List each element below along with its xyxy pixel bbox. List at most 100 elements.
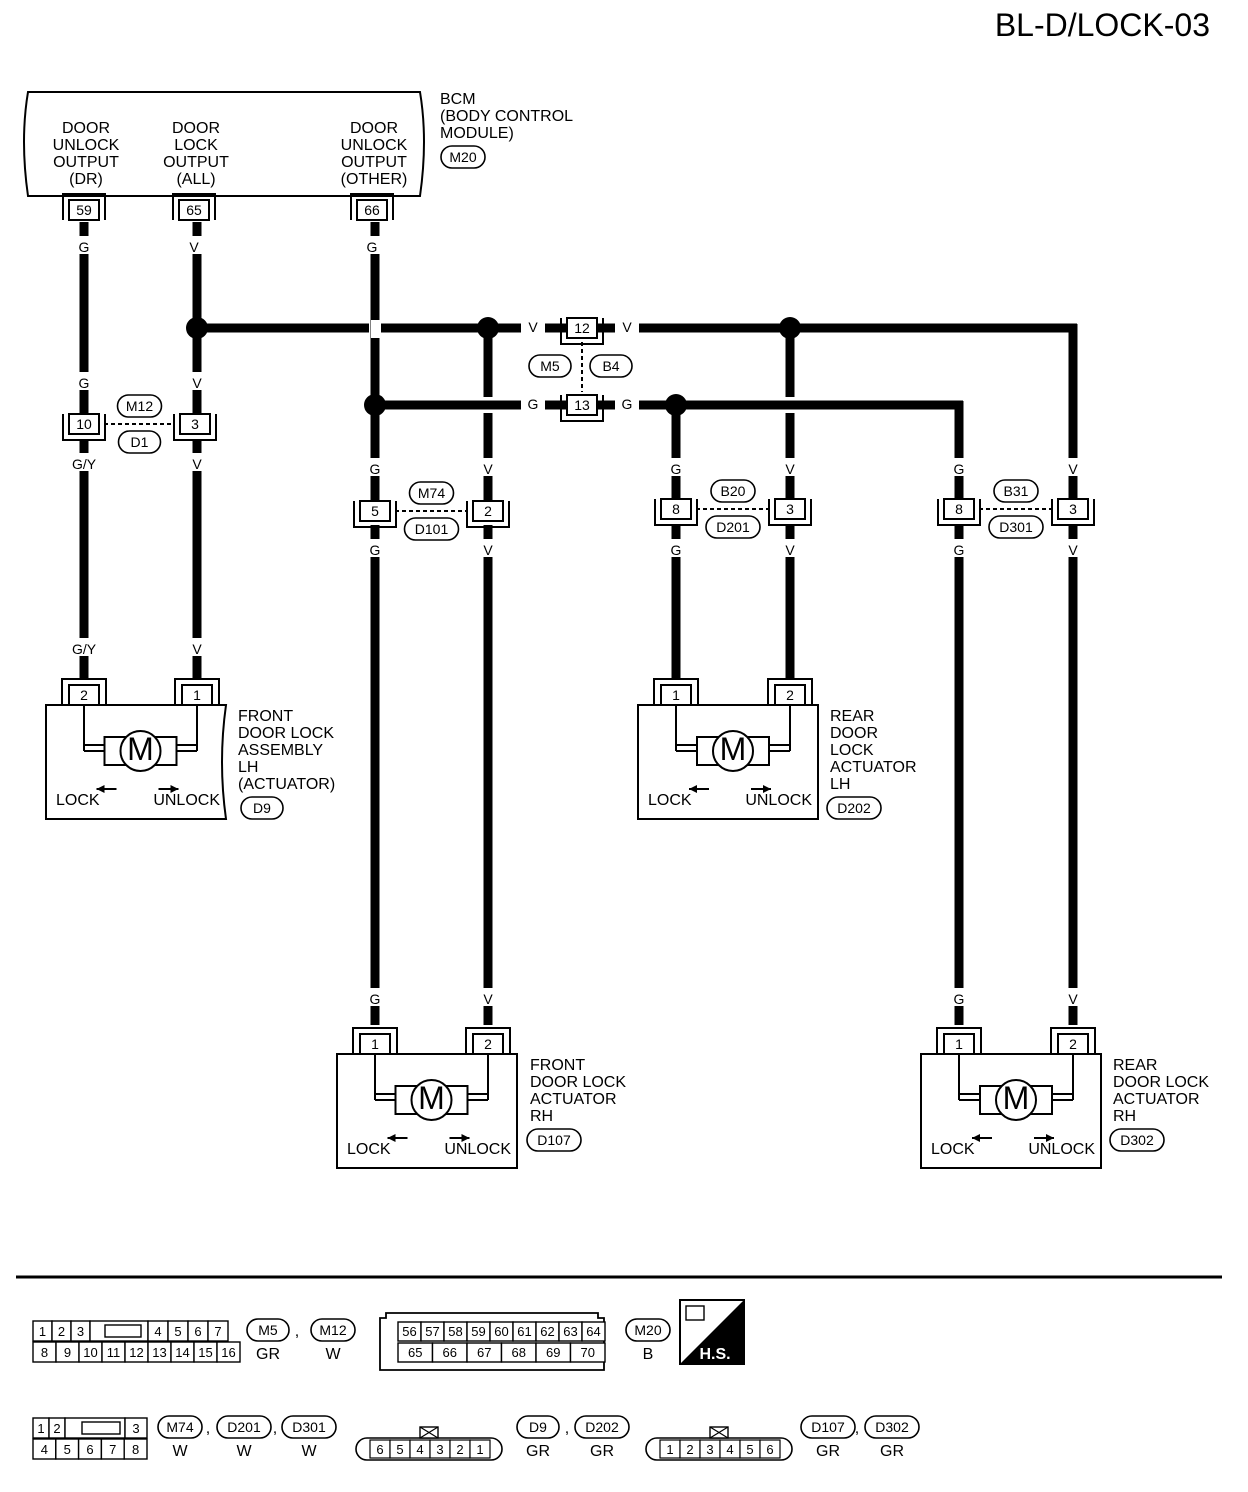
label-gap: [778, 458, 802, 476]
actuator-fr-lock-label: LOCK: [347, 1141, 391, 1158]
wire-color-v: V: [483, 991, 493, 1007]
c8-bottom-pin: 4: [41, 1442, 48, 1457]
c16-top-pin: 6: [194, 1324, 201, 1339]
junction-b20-d201-top-ref-oval: [710, 479, 756, 503]
c16-ref-m5-oval: [246, 1318, 290, 1342]
c6b-ref-0: D107: [811, 1419, 845, 1435]
label-gap: [363, 988, 387, 1006]
label-gap: [185, 372, 209, 390]
actuator-fl-motor-icon: [119, 730, 162, 772]
bcm-pin-59: 59: [76, 202, 92, 218]
actuator-rr-connector-ref-oval: [1109, 1128, 1165, 1152]
wire-color-v: V: [192, 456, 202, 472]
actuator-rr-lock-label: LOCK: [931, 1141, 975, 1158]
bcm-connector-ref-oval: [440, 145, 486, 169]
ref-separator: ,: [206, 1420, 210, 1437]
c20-top-pin: 56: [402, 1324, 416, 1339]
bcm-pin-65-box: [178, 199, 210, 221]
actuator-fl-name-line: LH: [238, 759, 258, 776]
actuator-fr-pin: 2: [484, 1036, 492, 1052]
splice-v-left: [186, 317, 208, 339]
actuator-rr-name-line: RH: [1113, 1108, 1136, 1125]
label-gap: [72, 372, 96, 390]
bcm-output-label: (DR): [69, 171, 103, 188]
actuator-rl-name-line: ACTUATOR: [830, 759, 917, 776]
junction-m74-d101-pin-right: 2: [484, 503, 492, 519]
actuator-rl-pin: 1: [672, 687, 680, 703]
bcm-output-label: (ALL): [176, 171, 215, 188]
bcm-wire-color: G: [367, 239, 378, 255]
c16-top-cell: [207, 1320, 229, 1342]
junction-b31-d301-pin-right: 3: [1069, 501, 1077, 517]
junction-m5-pin-13-box: [566, 394, 598, 416]
label-gap: [72, 236, 96, 254]
wire-color-v: V: [528, 319, 538, 335]
bcm-pin-59-bracket: [62, 193, 106, 220]
actuator-fl-name-line: DOOR LOCK: [238, 725, 334, 742]
c20-bottom-pin: 67: [477, 1345, 491, 1360]
label-gap: [778, 539, 802, 557]
bcm-output-label: UNLOCK: [341, 137, 408, 154]
actuator-rl-name-line: LOCK: [830, 742, 874, 759]
c8-top-pin: 3: [132, 1421, 139, 1436]
c20-top-pin: 58: [448, 1324, 462, 1339]
junction-m12-d1-top-ref: M12: [126, 398, 153, 414]
splice-v-rl: [779, 317, 801, 339]
junction-m12-d1-pin-right: 3: [191, 416, 199, 432]
c16-bottom-pin: 11: [107, 1345, 121, 1360]
c6a-ref-0: D9: [529, 1419, 547, 1435]
bcm-name-line: MODULE): [440, 125, 514, 142]
c16-bottom-pin: 9: [64, 1345, 71, 1360]
actuator-fl-pin: 1: [193, 687, 201, 703]
actuator-rl-name-line: REAR: [830, 708, 874, 725]
bcm-output-label: OUTPUT: [53, 154, 119, 171]
wire-color-v: V: [1068, 542, 1078, 558]
junction-b31-d301-top-ref-oval: [993, 479, 1039, 503]
c16-top-pin: 4: [154, 1324, 161, 1339]
junction-b20-d201-pin-left-bracket: [654, 499, 698, 526]
junction-m74-d101-pin-right-bracket: [466, 501, 510, 528]
c16-top-pin: 1: [39, 1324, 46, 1339]
c8-ref-d301-oval: [281, 1415, 337, 1439]
c20-top-pin: 60: [494, 1324, 508, 1339]
c16-lock-tab: [104, 1324, 142, 1338]
actuator-rr-unlock-arrow-head-icon: [1046, 1134, 1054, 1142]
c8-ref-m74-oval: [157, 1415, 203, 1439]
actuator-fl-pin: 2: [80, 687, 88, 703]
splice-g-rl: [665, 394, 687, 416]
c6a-pin: 4: [416, 1442, 423, 1457]
c6a-pin: 1: [476, 1442, 483, 1457]
wire-color-g: G: [370, 991, 381, 1007]
junction-b31-d301-pin-right-box: [1057, 498, 1089, 520]
actuator-rr-motor-icon: [995, 1079, 1037, 1121]
c6b-color-0: GR: [816, 1443, 840, 1460]
c20-top-pin: 63: [563, 1324, 577, 1339]
actuator-fl-lock-arrow-head-icon: [96, 785, 105, 793]
junction-m12-d1-bottom-ref: D1: [131, 434, 149, 450]
c20-top-pin: 59: [471, 1324, 485, 1339]
c8-ref-d301: D301: [292, 1419, 326, 1435]
c6b-cell: [759, 1439, 781, 1459]
c6a-pin: 6: [376, 1442, 383, 1457]
c8-lock-tab: [81, 1421, 121, 1435]
actuator-rl-name-line: DOOR: [830, 725, 878, 742]
c8-color-d201: W: [236, 1443, 252, 1460]
actuator-fr-unlock-arrow-head-icon: [461, 1134, 470, 1142]
actuator-fr-motor-label: M: [418, 1080, 445, 1116]
c8-bottom-pin: 7: [109, 1442, 116, 1457]
c6b-lock-cross: [709, 1426, 729, 1439]
junction-b20-d201-pin-left: 8: [672, 501, 680, 517]
actuator-fl-lock-label: LOCK: [56, 792, 100, 809]
label-gap: [476, 458, 500, 476]
label-gap: [947, 539, 971, 557]
c6b-pin: 6: [766, 1442, 773, 1457]
actuator-fr-name-line: FRONT: [530, 1057, 585, 1074]
bcm-pin-65: 65: [186, 202, 202, 218]
label-gap: [1061, 458, 1085, 476]
c20-top-pin: 57: [425, 1324, 439, 1339]
c16-bottom-pin: 14: [175, 1345, 189, 1360]
junction-b31-d301-pin-right-bracket: [1051, 499, 1095, 526]
junction-b4-ref-oval: [589, 354, 633, 378]
junction-m5-ref: M5: [540, 358, 560, 374]
